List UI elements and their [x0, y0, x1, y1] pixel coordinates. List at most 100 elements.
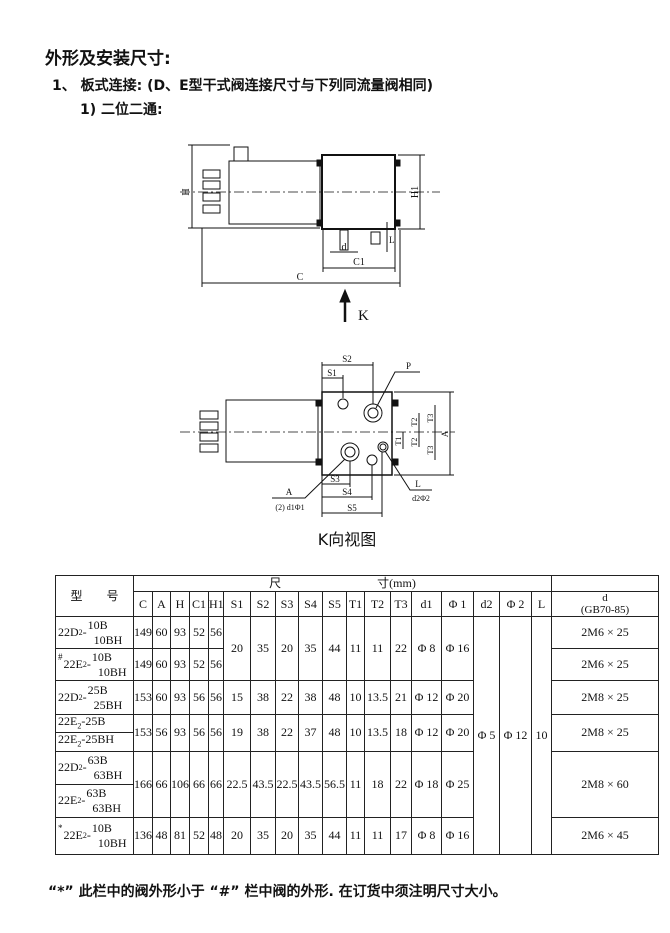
cell: 35: [298, 816, 323, 855]
cell: 136: [133, 816, 153, 855]
cell: 56: [208, 648, 224, 681]
cell: 56: [189, 714, 209, 752]
col-header-d: d(GB70-85): [551, 591, 660, 617]
col-header: H1: [208, 591, 224, 617]
col-header: Φ 1: [441, 591, 474, 617]
d-standard: (GB70-85): [580, 604, 630, 616]
page-heading: 外形及安装尺寸:: [45, 49, 171, 69]
col-header: d2: [473, 591, 500, 617]
cell: 48: [152, 816, 171, 855]
dim-H-label: H: [181, 188, 192, 195]
cell: 11: [364, 816, 391, 855]
cell: 20: [275, 816, 299, 855]
cell: 44: [322, 616, 347, 681]
cell: 52: [189, 648, 209, 681]
model-mark: #: [58, 651, 63, 662]
cell: 52: [189, 616, 209, 649]
drawings: H H1 d L C1 C K S2 S1 P: [180, 144, 455, 549]
cell: 66: [152, 750, 171, 818]
cell-d: 2M6 × 25: [551, 616, 660, 649]
cell: 35: [250, 816, 276, 855]
cell: 17: [390, 816, 412, 855]
model-mark: *: [58, 822, 63, 833]
header-dimensions: 尺 寸(mm): [132, 575, 553, 592]
cell: Φ 16: [441, 616, 474, 681]
cell: 93: [170, 680, 190, 715]
cell: 11: [364, 616, 391, 681]
cell: 10: [346, 680, 365, 715]
cell: 149: [133, 648, 153, 681]
cell: 93: [170, 714, 190, 752]
col-header: L: [530, 591, 553, 617]
cell: 20: [223, 816, 251, 855]
plug: [233, 146, 249, 162]
cell: Φ 8: [411, 816, 442, 855]
cell: 60: [152, 616, 171, 649]
cell: 22: [275, 714, 299, 752]
cell-phi2: Φ 12: [499, 616, 532, 855]
port-A-label: A: [286, 487, 293, 497]
cell: 11: [346, 816, 365, 855]
cell: 66: [208, 750, 224, 818]
cell: 35: [298, 616, 323, 681]
cell: 22: [390, 616, 412, 681]
dim-S3-label: S3: [330, 474, 340, 484]
col-header: A: [152, 591, 171, 617]
cell: Φ 8: [411, 616, 442, 681]
cell: 10: [346, 714, 365, 752]
cell: 60: [152, 648, 171, 681]
dim-S2-label: S2: [342, 354, 352, 364]
view-K-label: K: [358, 308, 369, 324]
cell-L: 10: [530, 616, 553, 855]
cell: 15: [223, 680, 251, 715]
dim-d-label: d: [342, 242, 347, 253]
cell: 22.5: [223, 750, 251, 818]
cell: 35: [250, 616, 276, 681]
cell: 66: [189, 750, 209, 818]
dim-S5-label: S5: [347, 503, 357, 513]
cell: 93: [170, 648, 190, 681]
model-cell: 22E2-25B: [55, 713, 134, 734]
cell: 43.5: [298, 750, 323, 818]
cell: Φ 20: [441, 680, 474, 715]
cell: 153: [133, 680, 153, 715]
cell-d: 2M8 × 25: [551, 714, 660, 752]
cell: 106: [170, 750, 190, 818]
cell: 37: [298, 714, 323, 752]
cell: 19: [223, 714, 251, 752]
col-header: H: [170, 591, 190, 617]
coil-body: [228, 160, 321, 225]
cell: 38: [298, 680, 323, 715]
col-header: S3: [275, 591, 299, 617]
dim-C-label: C: [297, 272, 304, 283]
col-header: Φ 2: [499, 591, 532, 617]
col-header: S1: [223, 591, 251, 617]
dim-T1-label: T1: [394, 437, 403, 446]
cell: 11: [346, 616, 365, 681]
cell: 56.5: [322, 750, 347, 818]
cell: 48: [322, 680, 347, 715]
cell: 20: [223, 616, 251, 681]
cell-d: 2M6 × 45: [551, 816, 660, 855]
cell: 38: [250, 714, 276, 752]
col-header: T1: [346, 591, 365, 617]
col-header: T3: [390, 591, 412, 617]
cell: 56: [208, 616, 224, 649]
cell-d: 2M8 × 25: [551, 680, 660, 715]
cell: 56: [208, 680, 224, 715]
cell-d2: Φ 5: [473, 616, 500, 855]
cell: Φ 25: [441, 750, 474, 818]
cell: 18: [390, 714, 412, 752]
cell: 43.5: [250, 750, 276, 818]
cell: 81: [170, 816, 190, 855]
cell: 56: [208, 714, 224, 752]
dim-S4-label: S4: [342, 487, 352, 497]
